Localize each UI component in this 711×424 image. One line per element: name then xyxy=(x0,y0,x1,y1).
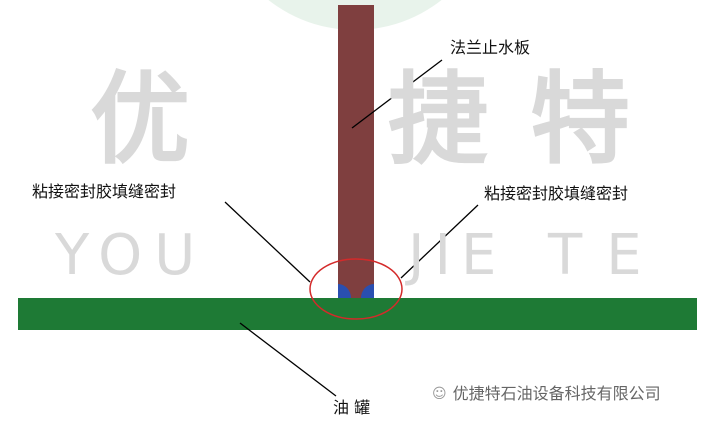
leader-line-seal-left xyxy=(224,201,311,283)
watermark-latin-3: TE xyxy=(548,223,666,288)
leader-line-tank xyxy=(239,322,337,397)
oil-tank-wall xyxy=(18,298,697,330)
watermark-char-2: 捷 xyxy=(388,61,488,178)
highlight-ellipse xyxy=(309,258,403,320)
watermark-char-1: 优 xyxy=(90,61,190,178)
label-flange: 法兰止水板 xyxy=(450,38,531,57)
watermark-latin-1: YOU xyxy=(55,223,208,288)
brand-name: 优捷特石油设备科技有限公司 xyxy=(452,384,661,403)
watermark-char-3: 特 xyxy=(530,61,630,178)
brand-watermark: ☺ 优捷特石油设备科技有限公司 xyxy=(432,384,661,404)
label-seal-left: 粘接密封胶填缝密封 xyxy=(32,182,177,201)
wechat-icon: ☺ xyxy=(432,386,447,402)
seal-right xyxy=(361,284,374,298)
leader-line-seal-right xyxy=(400,204,479,279)
label-tank: 油 罐 xyxy=(333,398,371,417)
leader-line-flange xyxy=(351,59,443,129)
flange-plate xyxy=(338,5,374,299)
watermark-latin-2: JIE xyxy=(408,223,507,288)
seal-left xyxy=(338,284,351,298)
label-seal-right: 粘接密封胶填缝密封 xyxy=(484,184,629,203)
